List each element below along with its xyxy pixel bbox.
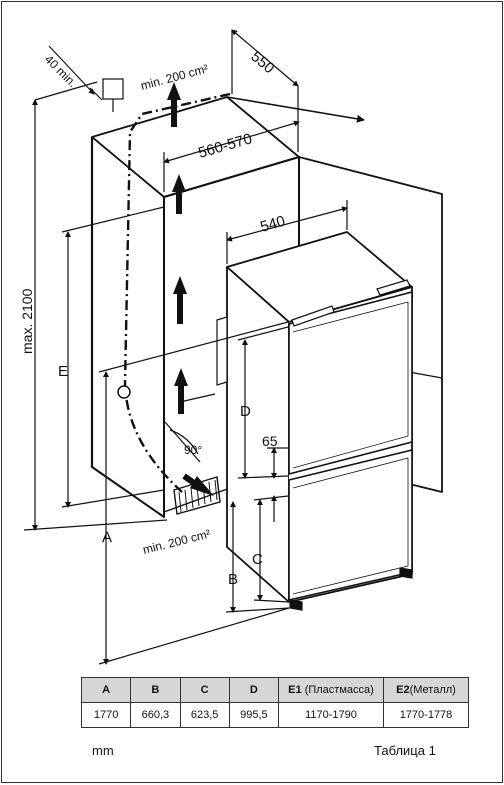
table-header-cell: A xyxy=(80,677,132,703)
label-dim-C: C xyxy=(252,551,263,568)
label-angle: 90° xyxy=(184,443,202,457)
table-caption: Таблица 1 xyxy=(374,743,436,758)
table-cell: 995,5 xyxy=(228,702,280,728)
ventilation-grille xyxy=(173,476,221,515)
table-cell: 660,3 xyxy=(130,702,181,728)
label-dim-A: A xyxy=(102,529,112,546)
table-cell: 1770 xyxy=(80,702,132,728)
airflow-side-line xyxy=(179,393,216,403)
label-dim-B: B xyxy=(228,571,238,588)
table-header-cell: B xyxy=(130,677,181,703)
label-width-560-570: 560-570 xyxy=(196,130,254,162)
label-depth-540: 540 xyxy=(258,213,287,236)
duct-joint xyxy=(117,385,131,399)
airflow-arrow-bottom-head xyxy=(190,476,214,496)
air-duct-line xyxy=(123,92,231,493)
table-cell: 623,5 xyxy=(179,702,230,728)
dimension-lines xyxy=(23,29,365,665)
label-dim-65: 65 xyxy=(262,433,278,449)
table-cell: 1770-1778 xyxy=(383,702,469,728)
fridge-door-upper xyxy=(288,291,413,475)
installation-diagram: 40 min. min. 200 cm² 550 560-570 540 max… xyxy=(19,29,443,665)
table-header-cell: D xyxy=(228,677,280,703)
table-header-cell: C xyxy=(179,677,230,703)
table-header-row: A B C D E1 (Пластмасса) E2(Металл) xyxy=(80,677,469,703)
table-row: 1770 660,3 623,5 995,5 1170-1790 1770-17… xyxy=(80,702,469,728)
label-depth-550: 550 xyxy=(247,48,277,77)
label-dim-E: E xyxy=(58,363,68,380)
label-max-height: max. 2100 xyxy=(19,288,35,354)
fridge-details xyxy=(216,279,413,611)
table-header-cell: E2(Металл) xyxy=(383,677,469,703)
unit-label: mm xyxy=(92,743,114,758)
table-cell: 1170-1790 xyxy=(278,702,384,728)
dimensions-table: A B C D E1 (Пластмасса) E2(Металл) 1770 … xyxy=(80,677,469,728)
label-dim-D: D xyxy=(240,403,251,420)
label-vent-bottom: min. 200 cm² xyxy=(141,527,212,557)
table-header-cell: E1 (Пластмасса) xyxy=(278,677,384,703)
airflow-arrows xyxy=(167,82,188,414)
